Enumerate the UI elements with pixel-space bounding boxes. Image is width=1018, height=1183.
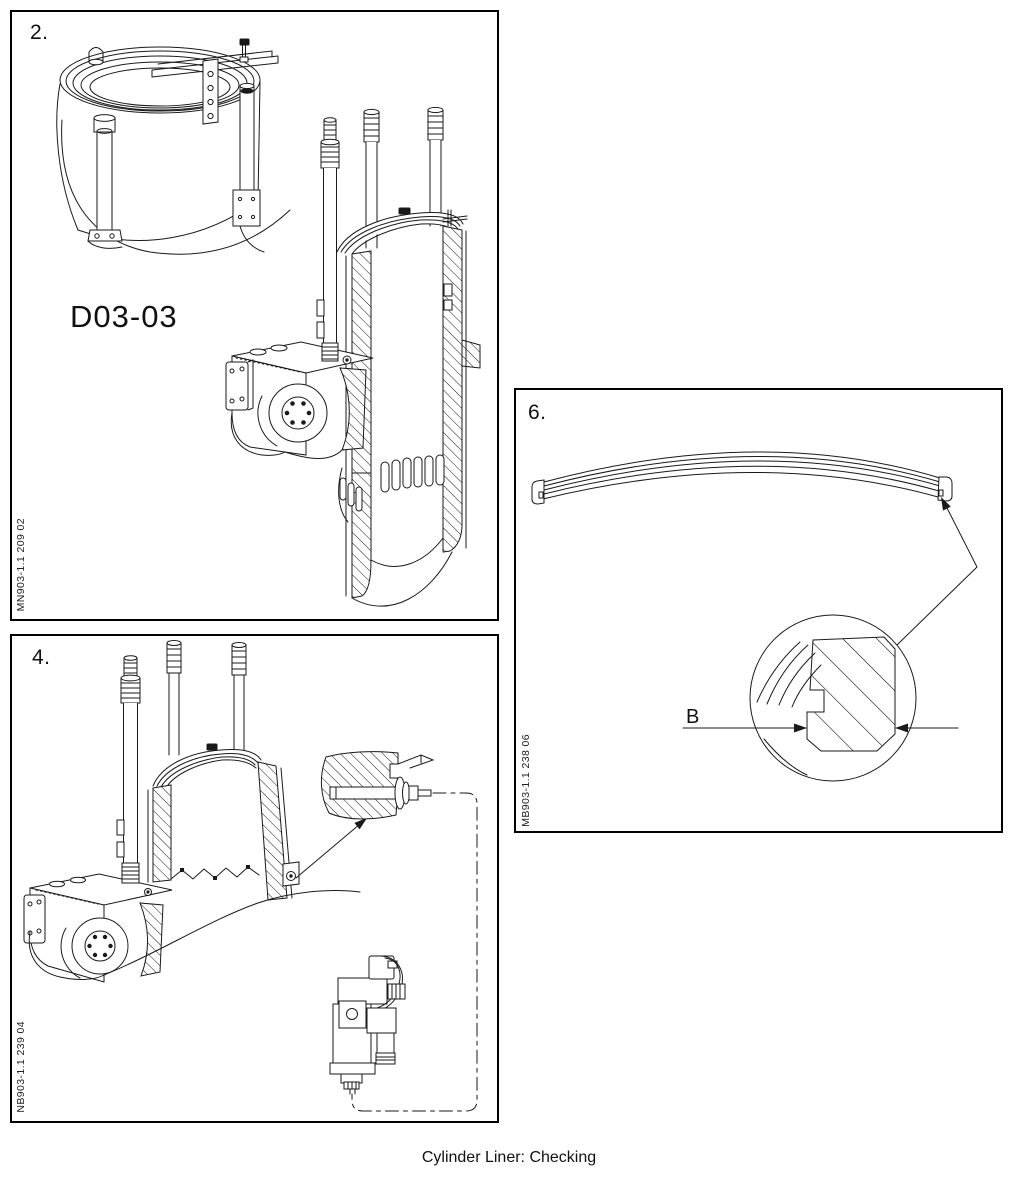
liner-flame-ring-drawing <box>531 451 978 782</box>
figure-panel-6: 6. B MB903-1.1 238 06 <box>514 388 1003 833</box>
dimension-label-b: B <box>686 706 700 728</box>
figure-panel-4: 4. NB903-1.1 239 04 <box>10 634 499 1123</box>
figure-ref-4: NB903-1.1 239 04 <box>15 1021 27 1113</box>
figure-number-6: 6. <box>528 401 547 424</box>
figure-number-2: 2. <box>30 21 49 44</box>
cylinder-liner-hydraulic-jack-drawing <box>23 640 478 1112</box>
figure-ref-6: MB903-1.1 238 06 <box>520 734 532 827</box>
part-label-d03-03: D03-03 <box>70 299 178 334</box>
page-caption: Cylinder Liner: Checking <box>421 1149 597 1166</box>
figure-ref-2: MN903-1.1 209 02 <box>15 517 27 611</box>
figure-number-4: 4. <box>32 646 51 669</box>
figure-panel-2: 2. D03-03 MN903-1.1 209 02 <box>10 10 499 621</box>
cylinder-liner-lifting-tool-drawing <box>56 38 481 607</box>
